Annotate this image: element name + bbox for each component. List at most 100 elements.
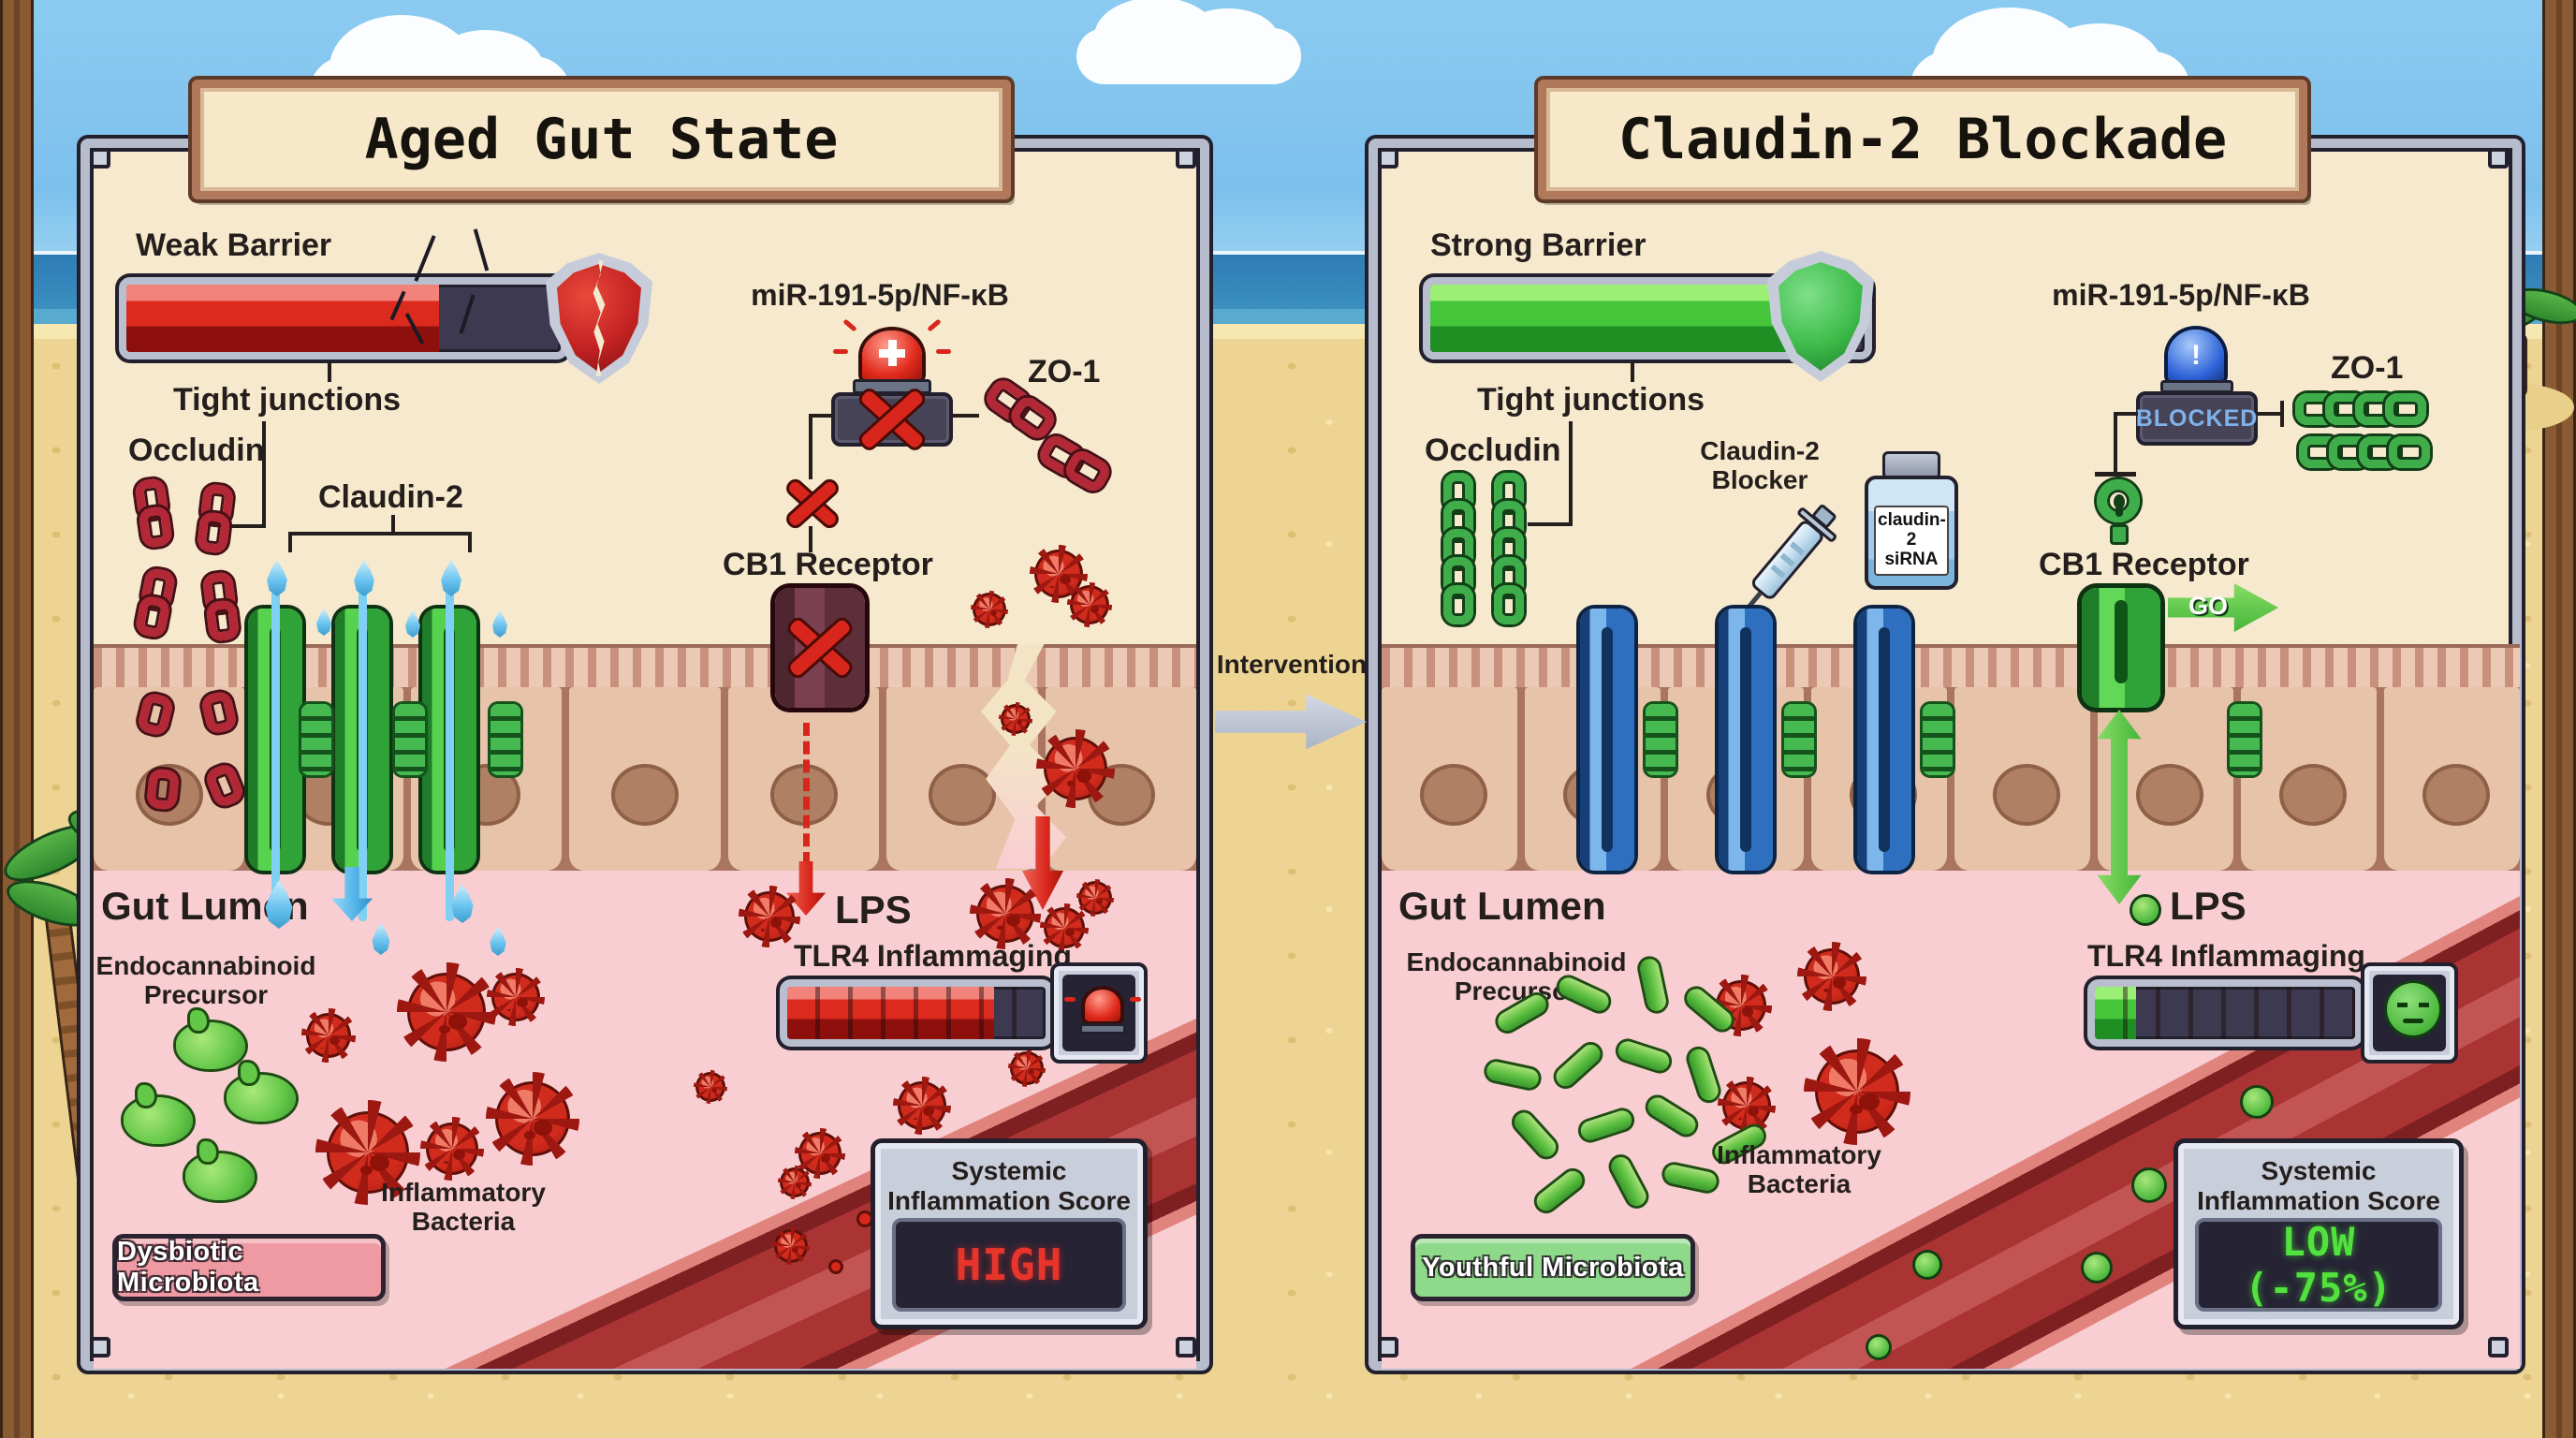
bolt-icon bbox=[1176, 148, 1196, 169]
blocked-channel-icon bbox=[1857, 609, 1911, 871]
tlr4-bar-right bbox=[2087, 979, 2363, 1047]
epithelial-cell bbox=[2241, 687, 2377, 871]
brush-border bbox=[1382, 644, 2520, 695]
connector-line bbox=[1528, 522, 1573, 526]
inflammatory-label-left: Inflammatory Bacteria bbox=[381, 1178, 546, 1237]
virus-sprite bbox=[778, 1166, 812, 1199]
virus-sprite bbox=[892, 1076, 952, 1136]
wood-border-left bbox=[0, 0, 34, 1438]
lps-label-right: LPS bbox=[2170, 884, 2247, 928]
lps-label-left: LPS bbox=[835, 888, 912, 932]
barrier-fill-left bbox=[126, 285, 440, 352]
connector-line bbox=[262, 421, 266, 528]
score-title-right: Systemic Inflammation Score bbox=[2197, 1156, 2440, 1216]
score-screen-left: HIGH bbox=[892, 1218, 1126, 1312]
microbiota-badge-right: Youthful Microbiota bbox=[1411, 1234, 1695, 1301]
vial-icon: claudin-2 siRNA bbox=[1865, 451, 1958, 590]
drop-sprite bbox=[405, 610, 420, 638]
mir-nfkb-label-left: miR-191-5p/NF-κB bbox=[751, 278, 1009, 312]
virus-sprite bbox=[1066, 581, 1113, 628]
zo1-chain-intact-icon bbox=[2295, 393, 2426, 425]
tight-junctions-label-right: Tight junctions bbox=[1477, 382, 1705, 418]
tlr4-bar-left bbox=[780, 979, 1053, 1047]
weak-barrier-label: Weak Barrier bbox=[136, 227, 332, 263]
occludin-label-left: Occludin bbox=[128, 433, 265, 468]
tight-junction-strand-icon bbox=[490, 704, 520, 775]
gut-lumen-label-right: Gut Lumen bbox=[1398, 884, 1606, 928]
drop-sprite bbox=[354, 560, 374, 596]
aged-gut-banner: Aged Gut State bbox=[192, 80, 1011, 199]
virus-sprite bbox=[999, 702, 1032, 736]
cb1-receptor-blocked-icon bbox=[775, 588, 865, 708]
inflammation-score-panel-left: Systemic Inflammation Score HIGH bbox=[871, 1138, 1148, 1329]
alarm-indicator-icon bbox=[1050, 962, 1148, 1064]
inflammation-score-panel-right: Systemic Inflammation Score LOW (-75%) bbox=[2174, 1138, 2464, 1329]
calm-face-icon bbox=[2387, 983, 2439, 1035]
lps-dot-icon bbox=[2132, 897, 2159, 923]
virus-sprite bbox=[1007, 1049, 1046, 1088]
virus-sprite bbox=[396, 961, 497, 1063]
connector-line bbox=[809, 414, 812, 479]
cb1-receptor-active-icon bbox=[2082, 588, 2160, 708]
cb1-label-left: CB1 Receptor bbox=[723, 547, 933, 582]
drop-sprite bbox=[316, 609, 331, 636]
virus-sprite bbox=[486, 967, 546, 1027]
bolt-icon bbox=[1378, 1337, 1398, 1357]
tight-junction-strand-icon bbox=[301, 704, 331, 775]
epithelial-cell bbox=[1954, 687, 2090, 871]
right-title: Claudin-2 Blockade bbox=[1617, 107, 2228, 172]
drop-sprite bbox=[451, 884, 474, 923]
connector-line bbox=[2258, 412, 2282, 416]
claudin2-blocker-label: Claudin-2 Blocker bbox=[1700, 436, 1820, 495]
dot-green-sprite bbox=[1868, 1337, 1889, 1357]
cloud-icon bbox=[1076, 0, 1301, 84]
unlock-icon bbox=[2095, 479, 2142, 547]
connector-line bbox=[811, 414, 833, 418]
connector-line bbox=[328, 361, 331, 382]
occludin-label-right: Occludin bbox=[1425, 433, 1561, 468]
bolt-icon bbox=[1176, 1337, 1196, 1357]
virus-sprite bbox=[1717, 1076, 1777, 1136]
vial-label: claudin-2 siRNA bbox=[1874, 506, 1949, 576]
tight-junction-strand-icon bbox=[1646, 704, 1676, 775]
tlr4-label-left: TLR4 Inflammaging bbox=[794, 939, 1072, 973]
drop-sprite bbox=[267, 560, 287, 596]
connector-line bbox=[1569, 421, 1573, 526]
cb1-label-right: CB1 Receptor bbox=[2039, 547, 2249, 582]
connector-line bbox=[809, 526, 812, 552]
virus-sprite bbox=[315, 1100, 420, 1205]
dot-green-sprite bbox=[2134, 1170, 2164, 1200]
endocannabinoid-label-right: Endocannabinoid Precursor bbox=[1406, 947, 1627, 1006]
zo1-label-right: ZO-1 bbox=[2331, 350, 2404, 386]
virus-sprite bbox=[1803, 1037, 1911, 1146]
mir-nfkb-label-right: miR-191-5p/NF-κB bbox=[2052, 278, 2310, 312]
dot-red-sprite bbox=[859, 1213, 871, 1225]
blocked-text: BLOCKED bbox=[2135, 404, 2259, 432]
blocked-signal-arrow bbox=[803, 723, 810, 865]
epithelial-cell bbox=[1382, 687, 1517, 871]
connector-line bbox=[2280, 401, 2284, 427]
connector-line bbox=[468, 532, 472, 552]
nfkb-alarm-icon bbox=[831, 318, 953, 450]
dot-green-sprite bbox=[2243, 1088, 2271, 1116]
vial-body: claudin-2 siRNA bbox=[1865, 476, 1958, 590]
virus-sprite bbox=[771, 1226, 811, 1266]
claudin2-channel-icon bbox=[422, 569, 476, 921]
connector-line bbox=[2095, 472, 2136, 477]
epithelial-cell bbox=[2384, 687, 2520, 871]
drop-sprite bbox=[490, 927, 506, 956]
score-title-left: Systemic Inflammation Score bbox=[887, 1156, 1131, 1216]
connector-line bbox=[288, 532, 472, 536]
claudin2-label-left: Claudin-2 bbox=[318, 479, 463, 515]
horizon-line bbox=[0, 251, 2576, 256]
occludin-fragment-icon bbox=[145, 768, 181, 811]
bolt-icon bbox=[2488, 148, 2509, 169]
inhibit-x-icon bbox=[784, 476, 841, 532]
tight-junctions-label-left: Tight junctions bbox=[173, 382, 402, 418]
epithelial-cell bbox=[569, 687, 721, 871]
blockade-banner: Claudin-2 Blockade bbox=[1538, 80, 2307, 199]
virus-sprite bbox=[301, 1008, 356, 1063]
claudin2-channel-icon bbox=[248, 569, 302, 921]
dot-green-sprite bbox=[2084, 1255, 2110, 1281]
score-value-right: LOW (-75%) bbox=[2245, 1219, 2393, 1311]
